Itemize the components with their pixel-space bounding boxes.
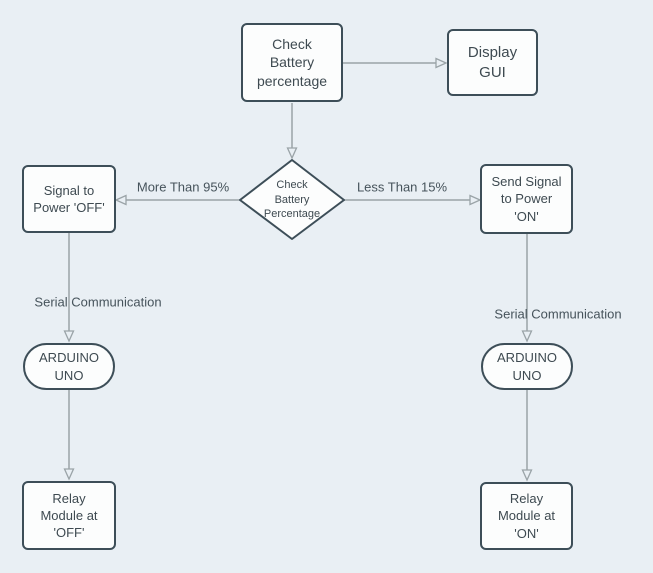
node-display-gui: Display GUI (447, 29, 538, 96)
arrowhead-to-gui (435, 57, 448, 69)
arrowhead-to-relay-on (521, 469, 533, 482)
edge-label-more-than-95: More Than 95% (136, 179, 230, 195)
decision-diamond-shape (239, 159, 345, 240)
node-decision-check-battery-label: Check Battery Percentage (263, 178, 321, 221)
node-send-signal-to-power-on: Send Signal to Power 'ON' (480, 164, 573, 234)
node-relay-module-on: Relay Module at 'ON' (480, 482, 573, 550)
node-arduino-uno-left: ARDUINO UNO (23, 343, 115, 390)
arrowhead-to-arduino-left (63, 330, 75, 343)
edge-label-serial-communication-left: Serial Communication (34, 294, 162, 310)
arrowhead-to-arduino-right (521, 330, 533, 343)
edge-label-serial-communication-right: Serial Communication (494, 306, 622, 322)
node-signal-to-power-off: Signal to Power 'OFF' (22, 165, 116, 233)
node-check-battery-percentage: Check Battery percentage (241, 23, 343, 102)
arrowhead-to-relay-off (63, 468, 75, 481)
arrowhead-to-decision (286, 147, 298, 160)
node-arduino-uno-right: ARDUINO UNO (481, 343, 573, 390)
edge-label-less-than-15: Less Than 15% (356, 179, 448, 195)
arrowhead-to-signal-off (114, 194, 127, 206)
arrowhead-to-send-on (469, 194, 482, 206)
node-relay-module-off: Relay Module at 'OFF' (22, 481, 116, 550)
